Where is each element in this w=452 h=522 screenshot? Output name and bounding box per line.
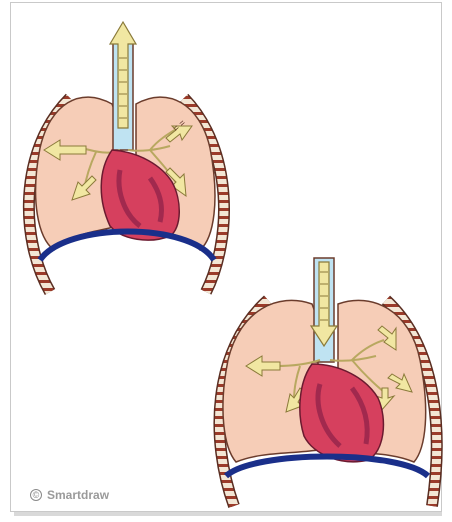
exhale-diagram: = = (29, 22, 224, 292)
credit-label: Smartdraw (47, 488, 109, 502)
inhale-diagram (219, 258, 436, 506)
diaphragm (226, 457, 428, 477)
copyright-icon: © (30, 489, 42, 501)
smartdraw-credit: © Smartdraw (30, 488, 109, 502)
